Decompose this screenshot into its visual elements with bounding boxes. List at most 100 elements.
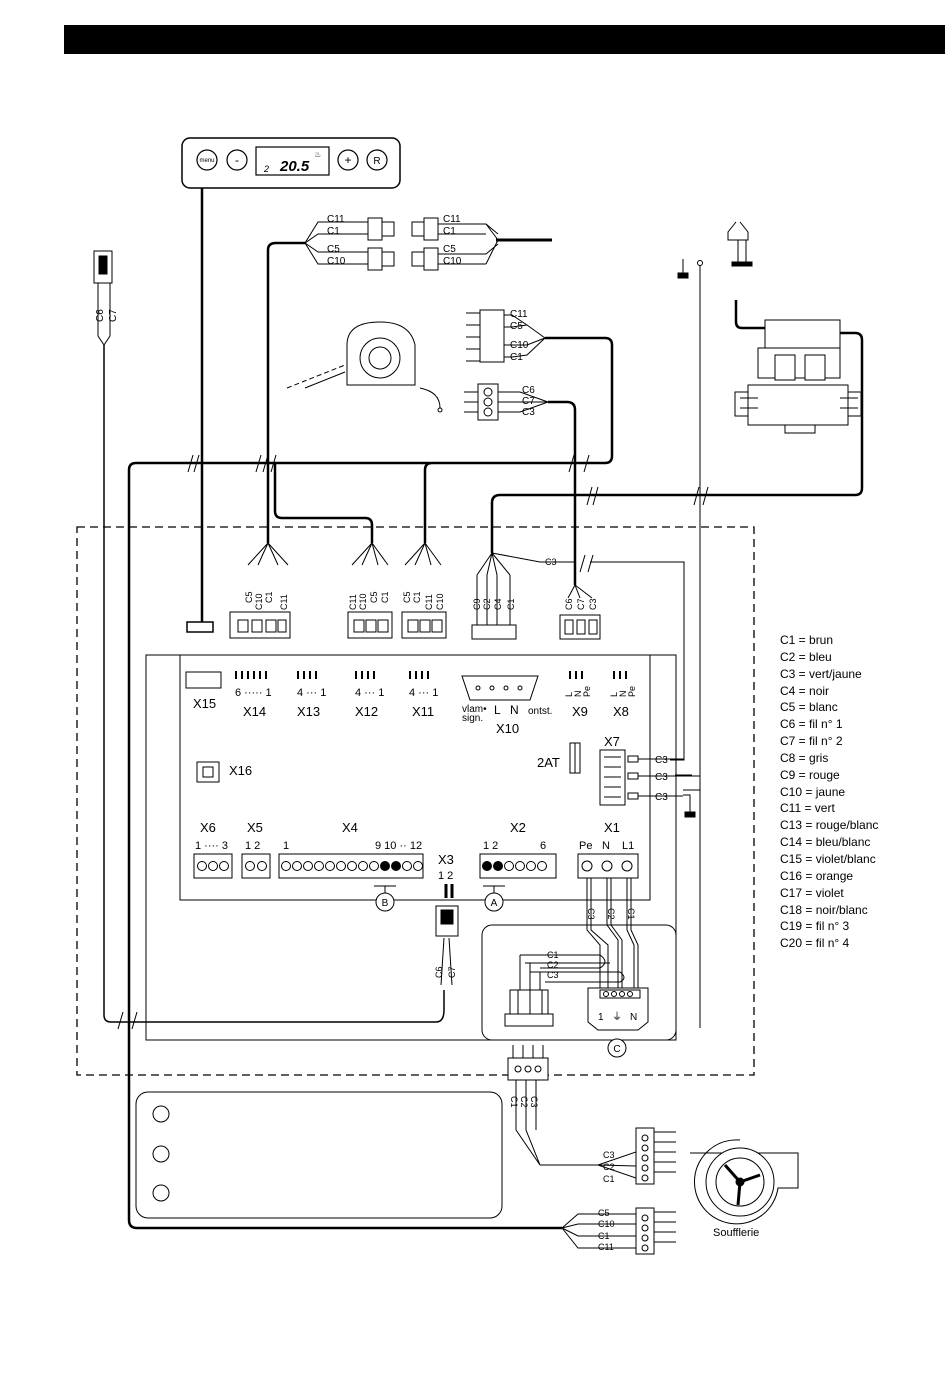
board-labels: X15 6 ····· 1 X14 4 ··· 1 X13 4 ··· 1 X1… <box>193 686 637 882</box>
fan-signal-connector <box>561 1207 676 1255</box>
control-box-boundary <box>76 526 755 1076</box>
svg-text:C11: C11 <box>443 214 461 225</box>
transformer-socket <box>587 987 649 1031</box>
x10-vlam: vlam• <box>462 704 487 715</box>
svg-text:C3: C3 <box>522 407 535 418</box>
flow-sensor <box>93 250 445 1023</box>
x4-label: X4 <box>342 820 358 835</box>
legend-item: C6 = fil n° 1 <box>780 717 843 732</box>
fan-label: Soufflerie <box>713 1227 759 1239</box>
svg-text:C3: C3 <box>545 557 557 567</box>
sensor-connector-labels: C11 C1 C5 C10 C11 C1 C5 C10 <box>327 214 462 267</box>
x11-label: X11 <box>412 704 434 719</box>
svg-text:C11: C11 <box>279 594 289 610</box>
pcb-inner-outline <box>179 655 651 901</box>
svg-text:C2: C2 <box>603 1162 615 1172</box>
svg-text:C11: C11 <box>424 594 434 610</box>
x10-ontst: ontst. <box>528 706 552 717</box>
svg-text:C11: C11 <box>510 309 528 320</box>
thermostat-panel: menu - 2 20.5 ♨ + R <box>181 137 401 189</box>
svg-text:C10: C10 <box>443 256 462 267</box>
svg-text:C6: C6 <box>564 598 574 610</box>
x7-label: X7 <box>604 734 620 749</box>
legend-item: C15 = violet/blanc <box>780 851 876 866</box>
sensor-connector-group <box>304 217 552 271</box>
svg-text:C2: C2 <box>606 908 616 920</box>
break-marks <box>117 454 709 1030</box>
x1-pin-pe: Pe <box>579 840 592 852</box>
fuse-2at <box>569 742 581 774</box>
legend-item: C3 = vert/jaune <box>780 666 862 681</box>
svg-text:C5: C5 <box>443 244 456 255</box>
panel-button-2[interactable] <box>152 1145 170 1163</box>
x16-label: X16 <box>229 763 252 778</box>
reset-button-label: R <box>373 156 380 167</box>
x14-plug <box>229 542 291 639</box>
svg-text:C1: C1 <box>509 1096 519 1108</box>
x1-pin-n: N <box>602 840 610 852</box>
svg-text:C1: C1 <box>443 226 456 237</box>
svg-text:C1: C1 <box>547 950 559 960</box>
reset-button[interactable] <box>366 149 388 171</box>
svg-text:C1: C1 <box>327 226 340 237</box>
svg-text:C5: C5 <box>369 591 379 603</box>
x11-plug <box>401 542 447 639</box>
svg-text:C10: C10 <box>358 593 368 610</box>
ignition-electrode <box>677 259 703 1028</box>
minus-button[interactable] <box>226 149 248 171</box>
x9-harness-plug <box>559 561 692 776</box>
svg-text:C11: C11 <box>327 214 345 225</box>
svg-text:C1: C1 <box>603 1174 615 1184</box>
x10-label: X10 <box>496 721 519 736</box>
svg-text:C2: C2 <box>482 598 492 610</box>
x3-pins: 1 2 <box>438 870 453 882</box>
svg-text:C5: C5 <box>598 1208 610 1218</box>
panel-button-3[interactable] <box>152 1184 170 1202</box>
legend-item: C14 = bleu/blanc <box>780 835 871 850</box>
svg-text:C1: C1 <box>264 591 274 603</box>
x16-socket <box>196 761 220 783</box>
power-module-outline <box>481 924 677 1041</box>
svg-text:C1: C1 <box>598 1231 610 1241</box>
svg-text:C3: C3 <box>655 792 668 803</box>
plus-button[interactable] <box>337 149 359 171</box>
marker-c: C <box>613 1044 620 1055</box>
display-temperature: 20.5 <box>279 158 310 175</box>
mains-wire-labels: C1 C2 C3 C3 C2 C1 <box>509 1096 615 1184</box>
legend-item: C11 = vert <box>780 801 835 816</box>
x9-plug-labels: C6 C7 C3 <box>522 385 535 418</box>
x3-wire-c6: C6 <box>434 966 444 978</box>
x9-label: X9 <box>572 704 588 719</box>
fan-signal-labels: C5 C10 C1 C11 <box>598 1208 615 1252</box>
x7-terminals <box>599 749 700 806</box>
menu-button[interactable] <box>196 149 218 171</box>
svg-text:C5: C5 <box>244 591 254 603</box>
x14-pins: 6 ····· 1 <box>235 687 272 699</box>
menu-button-label: menu <box>199 158 214 164</box>
legend-item: C13 = rouge/blanc <box>780 818 879 833</box>
svg-text:C11: C11 <box>598 1242 614 1252</box>
x1-wire-labels: C3 C2 C1 C1 C2 C3 <box>547 908 636 980</box>
x2-label: X2 <box>510 820 526 835</box>
x10-l: L <box>494 703 501 717</box>
svg-text:C3: C3 <box>529 1096 539 1108</box>
x9-pin-l: L <box>564 692 574 697</box>
display-small-digit: 2 <box>263 164 269 174</box>
svg-text:C1: C1 <box>626 908 636 920</box>
x8-pin-n: N <box>618 691 628 698</box>
x13-label: X13 <box>297 704 320 719</box>
thermostat-display <box>255 146 330 176</box>
svg-text:C10: C10 <box>510 340 529 351</box>
x9-pin-n: N <box>573 691 583 698</box>
fan-power-connector <box>635 1127 676 1185</box>
pump-connector-labels: C11 C5 C10 C1 <box>510 309 529 363</box>
svg-text:C3: C3 <box>547 970 559 980</box>
x7-wire-labels: C3 C3 C3 <box>655 755 668 803</box>
x2-pin-start: 1 2 <box>483 840 498 852</box>
panel-button-1[interactable] <box>152 1105 170 1123</box>
x12-label: X12 <box>355 704 378 719</box>
sensor-wire-c7: C7 <box>108 309 119 322</box>
marker-callouts <box>374 885 627 1058</box>
svg-text:C10: C10 <box>435 593 445 610</box>
